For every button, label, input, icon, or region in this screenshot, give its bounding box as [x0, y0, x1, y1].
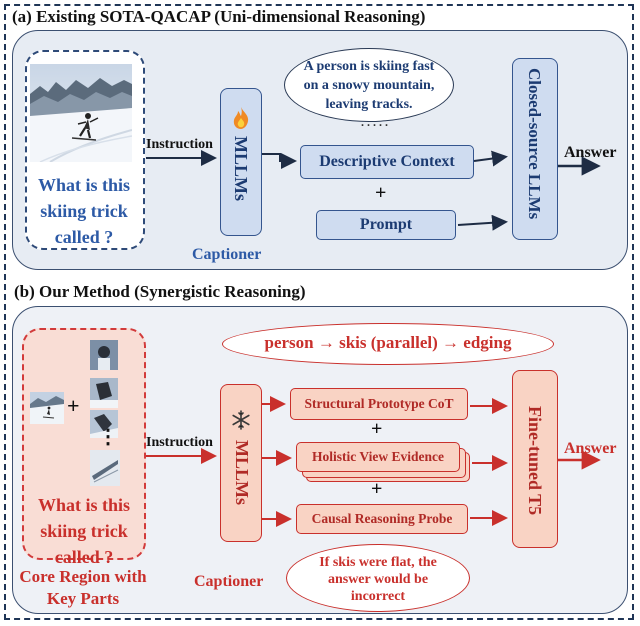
- captioner-label-a: Captioner: [192, 246, 262, 263]
- llm-box-a: [512, 58, 558, 240]
- descriptive-context-box: Descriptive Context: [300, 145, 474, 179]
- top-bubble-b: person → skis (parallel) → edging: [222, 323, 554, 365]
- causal-probe-box: Causal Reasoning Probe: [296, 504, 468, 534]
- snowflake-icon: [231, 410, 251, 430]
- llm-label-a: Closed-source LLMs: [525, 68, 544, 220]
- crop-photo-4: [90, 450, 120, 486]
- fire-icon: [230, 106, 252, 130]
- crop-photo-3: [90, 410, 118, 438]
- crop-photo-2: [90, 378, 118, 408]
- input-box-b: [22, 328, 146, 560]
- t5-label: Fine-tuned T5: [525, 406, 545, 516]
- question-b: What is this skiing trick called ?: [37, 495, 131, 567]
- question-a: What is this skiing trick called ?: [37, 175, 131, 247]
- section-b-title: (b) Our Method (Synergistic Reasoning): [14, 282, 306, 301]
- core-region-label: Core Region with Key Parts: [19, 567, 147, 608]
- holistic-view-box: Holistic View Evidence: [296, 442, 460, 472]
- dots-b: ⋮: [98, 426, 118, 448]
- bottom-bubble-b: If skis were flat, the answer would be i…: [286, 544, 470, 612]
- answer-label-b: Answer: [564, 440, 617, 457]
- structural-prototype-box: Structural Prototype CoT: [290, 388, 468, 420]
- answer-label-a: Answer: [564, 144, 617, 161]
- plus-b: +: [67, 393, 80, 418]
- outer-frame: [4, 4, 634, 620]
- plus-a: +: [375, 182, 387, 204]
- mllm-label-a: MLLMs: [231, 136, 251, 201]
- plus-b2: +: [371, 478, 383, 500]
- instruction-label-a: Instruction: [146, 137, 213, 152]
- mllm-label-b: MLLMs: [232, 440, 252, 505]
- caption-bubble-a: A person is skiing fast on a snowy mount…: [284, 48, 454, 122]
- skier-photo-a: [30, 64, 132, 162]
- section-a-title: (a) Existing SOTA-QACAP (Uni-dimensional…: [12, 7, 426, 26]
- instruction-label-b: Instruction: [146, 435, 213, 450]
- prompt-box: Prompt: [316, 210, 456, 240]
- plus-b1: +: [371, 418, 383, 440]
- ellipsis-a: . . . . .: [361, 115, 388, 129]
- captioner-label-b: Captioner: [194, 573, 264, 590]
- t5-box: [512, 370, 558, 548]
- mllm-box-a: [220, 88, 262, 236]
- crop-photo-1: [90, 340, 118, 370]
- small-skier-photo: [30, 392, 64, 424]
